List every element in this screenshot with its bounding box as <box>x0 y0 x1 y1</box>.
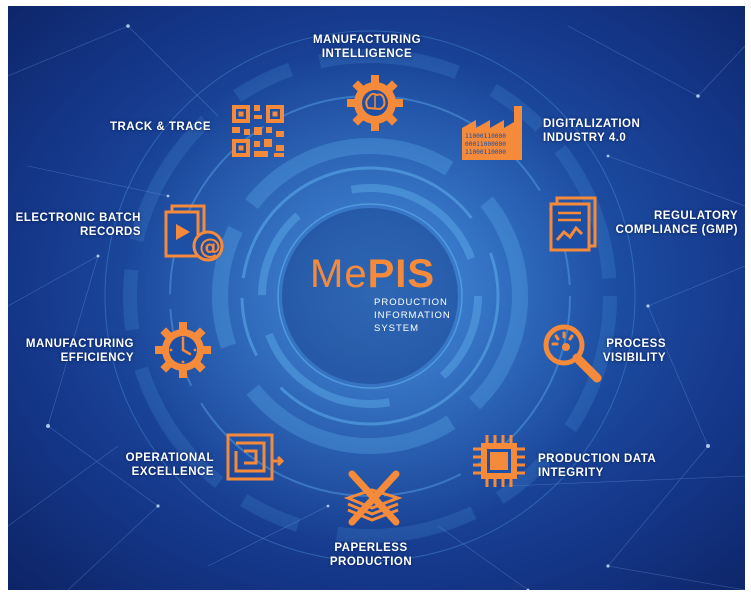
label-line: PAPERLESS <box>334 542 408 554</box>
at-sign-glyph: @ <box>199 235 221 260</box>
crossed-paper-icon <box>343 470 403 526</box>
label-regulatory-compliance: REGULATORY COMPLIANCE (GMP) <box>616 209 738 237</box>
mepis-logo: MePIS PRODUCTION INFORMATION SYSTEM <box>310 254 451 335</box>
label-line: OPERATIONAL <box>125 452 214 464</box>
brain-gear-icon <box>347 75 403 131</box>
label-digitalization: DIGITALIZATION INDUSTRY 4.0 <box>543 117 640 145</box>
label-line: INDUSTRY 4.0 <box>543 132 627 144</box>
diagram-canvas: MePIS PRODUCTION INFORMATION SYSTEM MANU… <box>8 6 745 590</box>
factory-binary-icon: 11000110000 00011000000 11000110000 <box>462 106 522 160</box>
label-line: INTELLIGENCE <box>321 48 413 60</box>
maze-icon <box>226 433 284 481</box>
label-line: RECORDS <box>79 226 141 238</box>
label-line: TRACK & TRACE <box>109 121 211 133</box>
label-line: MANUFACTURING <box>25 338 134 350</box>
label-line: VISIBILITY <box>602 352 666 364</box>
network-lines <box>8 25 745 590</box>
magnifier-icon <box>543 324 602 383</box>
background-network <box>8 24 745 590</box>
binary-line: 00011000000 <box>465 141 506 148</box>
logo-subtitle-line: INFORMATION <box>374 310 451 321</box>
logo-subtitle: PRODUCTION INFORMATION SYSTEM <box>374 296 451 335</box>
label-manufacturing-intelligence: MANUFACTURING INTELLIGENCE <box>313 33 421 61</box>
label-process-visibility: PROCESS VISIBILITY <box>603 337 666 365</box>
logo-subtitle-line: SYSTEM <box>374 323 420 334</box>
label-line: PRODUCTION DATA <box>538 453 657 465</box>
binary-line: 11000110000 <box>465 149 506 156</box>
logo-title: MePIS <box>310 254 451 294</box>
label-line: DIGITALIZATION <box>543 118 641 130</box>
network-nodes <box>46 24 710 590</box>
label-line: ELECTRONIC BATCH <box>15 212 141 224</box>
label-electronic-batch-records: ELECTRONIC BATCH RECORDS <box>16 211 141 239</box>
label-operational-excellence: OPERATIONAL EXCELLENCE <box>126 451 214 479</box>
label-manufacturing-efficiency: MANUFACTURING EFFICIENCY <box>26 337 134 365</box>
label-line: INTEGRITY <box>538 467 604 479</box>
logo-prefix: Me <box>310 252 368 296</box>
binary-line: 11000110000 <box>465 133 506 140</box>
logo-subtitle-line: PRODUCTION <box>374 297 448 308</box>
document-chart-icon <box>549 196 597 252</box>
label-line: PRODUCTION <box>329 556 413 568</box>
logo-name: PIS <box>367 252 436 296</box>
label-production-data-integrity: PRODUCTION DATA INTEGRITY <box>538 452 656 480</box>
concentric-rings <box>104 30 636 562</box>
clock-gear-icon <box>155 322 211 378</box>
chip-icon <box>473 435 525 487</box>
label-line: REGULATORY <box>653 210 738 222</box>
label-track-trace: TRACK & TRACE <box>110 120 211 134</box>
label-line: MANUFACTURING <box>312 34 422 46</box>
label-line: PROCESS <box>606 338 666 350</box>
label-paperless-production: PAPERLESS PRODUCTION <box>330 541 412 569</box>
label-line: EFFICIENCY <box>60 352 134 364</box>
label-line: COMPLIANCE (GMP) <box>615 224 738 236</box>
media-email-icon: @ <box>164 204 224 262</box>
qr-code-icon <box>232 105 284 157</box>
label-line: EXCELLENCE <box>131 466 214 478</box>
